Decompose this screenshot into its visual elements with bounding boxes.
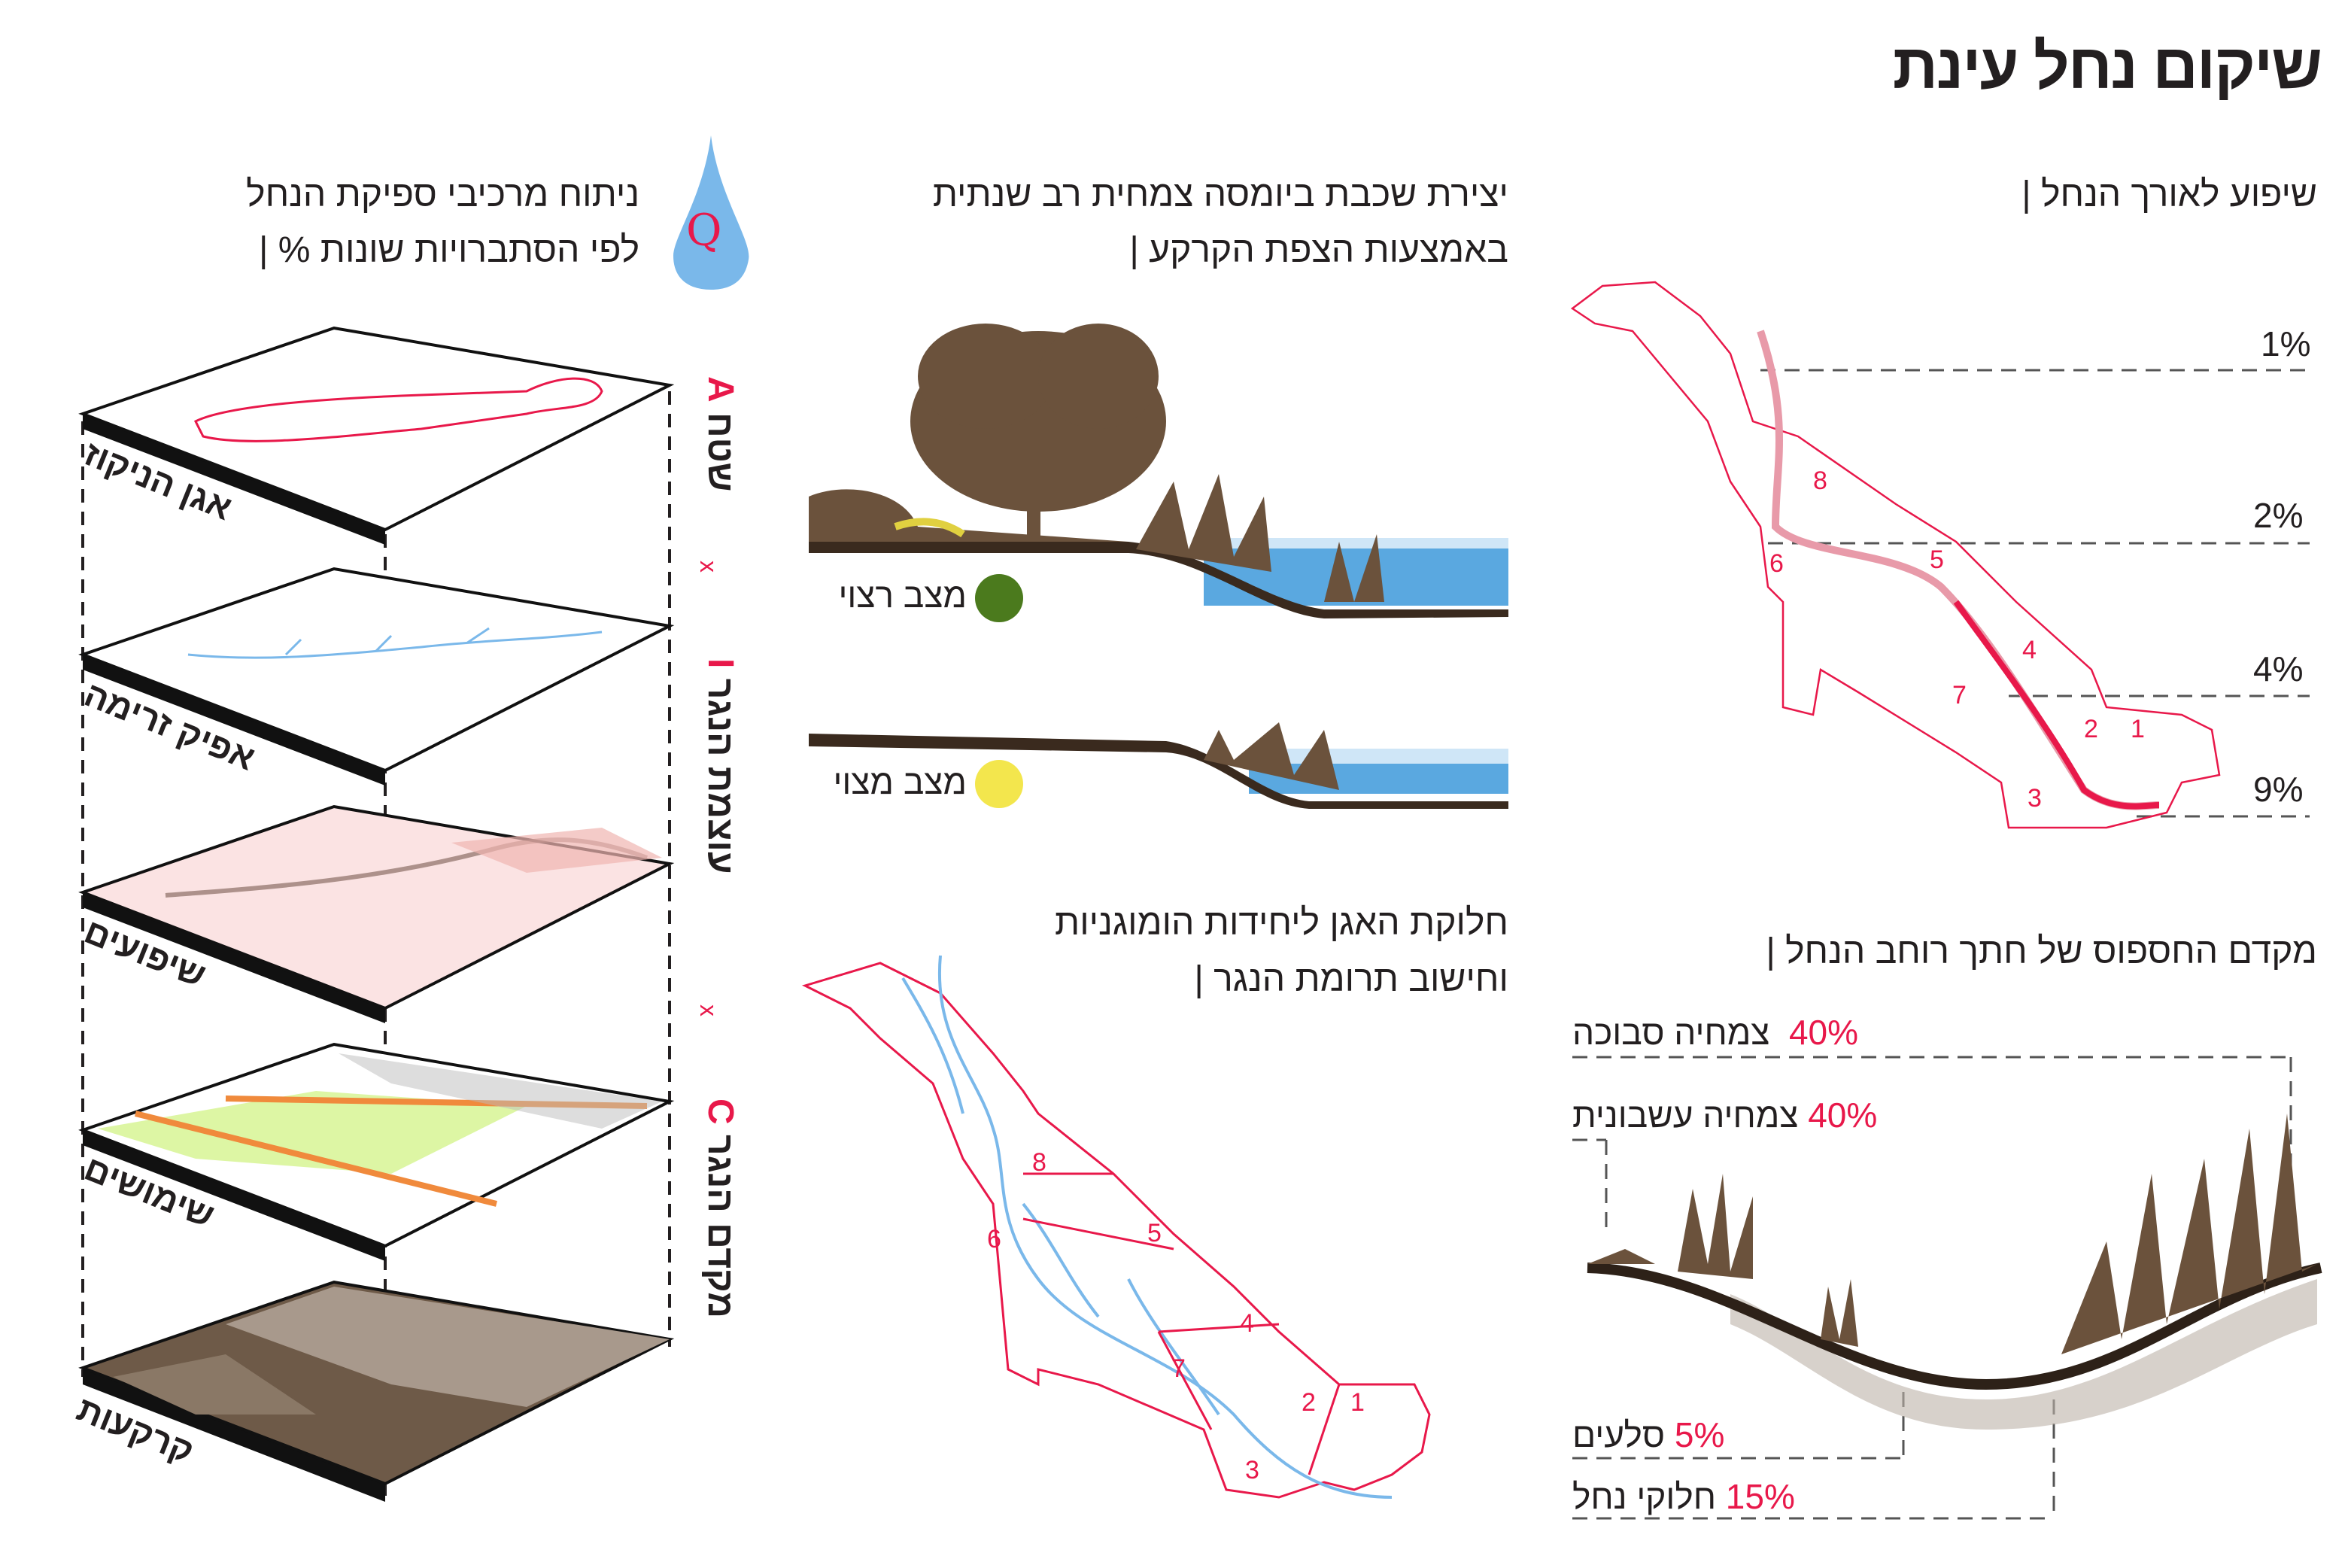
existing-state-dot xyxy=(975,760,1023,808)
basin-unit-2: 2 xyxy=(1302,1388,1316,1417)
roughness-label: צמחיה סבוכה xyxy=(1572,1013,1770,1052)
biomass-heading-line2: באמצעות הצפת הקרקע | xyxy=(1129,230,1508,270)
desired-section xyxy=(809,324,1508,618)
runoff-heading-line1: ניתוח מרכיבי ספיקת הנחל xyxy=(246,175,639,214)
layer-stack xyxy=(78,326,675,1502)
formula-coefficient-letter: C xyxy=(700,1099,740,1125)
page-title: שיקום נחל עינת xyxy=(1892,31,2322,102)
layer-basin xyxy=(78,326,675,545)
basin-unit-6: 6 xyxy=(987,1225,1001,1253)
layer-soils xyxy=(78,1280,675,1502)
roughness-label: צמחיה עשבונית xyxy=(1572,1095,1799,1135)
slope-unit-2: 2 xyxy=(2084,715,2098,743)
basin-unit-1: 1 xyxy=(1350,1388,1365,1417)
roughness-item-rocks: 5% סלעים xyxy=(1572,1415,1724,1455)
formula-area: שטח A xyxy=(700,376,741,491)
roughness-heading: מקדם החספוס של חתך רוחב הנחל | xyxy=(1766,931,2317,971)
runoff-heading-line2: לפי הסתברויות שונות % | xyxy=(258,230,639,270)
roughness-item-dense-vegetation: 40% צמחיה סבוכה xyxy=(1572,1012,1858,1053)
slope-unit-8: 8 xyxy=(1813,466,1827,495)
slope-unit-1: 1 xyxy=(2131,715,2145,743)
slope-heading: שיפוע לאורך הנחל | xyxy=(2021,175,2317,214)
formula-area-label: שטח xyxy=(700,412,740,492)
slope-unit-3: 3 xyxy=(2028,784,2042,813)
roughness-item-pebbles: 15% חלוקי נחל xyxy=(1572,1476,1795,1517)
layer-slopes xyxy=(78,804,675,1023)
roughness-value: 40% xyxy=(1808,1095,1878,1135)
basin-unit-7: 7 xyxy=(1171,1354,1186,1383)
slope-unit-4: 4 xyxy=(2022,636,2037,664)
basin-heading-line2: וחישוב תרומת הנגר | xyxy=(1194,959,1508,999)
roughness-value: 40% xyxy=(1788,1013,1859,1052)
desired-state-label: מצב רצוי xyxy=(838,576,967,615)
formula-intensity: עוצמת הנגר I xyxy=(700,658,741,874)
slope-unit-6: 6 xyxy=(1769,549,1784,578)
formula-coefficient-label: מקדם הנגר xyxy=(700,1135,740,1318)
slope-level-1: 1% xyxy=(2261,324,2311,363)
basin-unit-5: 5 xyxy=(1147,1219,1162,1247)
slope-level-2: 2% xyxy=(2253,496,2304,535)
formula-intensity-label: עוצמת הנגר xyxy=(700,678,740,874)
roughness-label: חלוקי נחל xyxy=(1572,1477,1717,1516)
slope-level-4: 9% xyxy=(2253,770,2304,809)
existing-section xyxy=(809,722,1508,809)
basin-unit-3: 3 xyxy=(1245,1456,1259,1484)
slope-unit-7: 7 xyxy=(1952,681,1967,710)
basin-heading-line1: חלוקת האגן ליחידות הומוגניות xyxy=(1055,903,1508,943)
layer-land-use xyxy=(78,1042,675,1261)
slope-level-3: 4% xyxy=(2253,649,2304,688)
layer-channel xyxy=(78,567,675,786)
formula-times-2: x xyxy=(695,1004,722,1016)
biomass-heading-line1: יצירת שכבת ביומסה צמחית רב שנתית xyxy=(932,175,1508,214)
formula-area-letter: A xyxy=(700,376,740,403)
roughness-value: 5% xyxy=(1674,1415,1725,1454)
roughness-label: סלעים xyxy=(1572,1415,1666,1454)
formula-coefficient: מקדם הנגר C xyxy=(700,1099,741,1318)
roughness-section xyxy=(1572,1056,2322,1520)
roughness-value: 15% xyxy=(1725,1477,1795,1516)
existing-state-label: מצב מצוי xyxy=(833,762,967,801)
roughness-item-herbaceous: 40% צמחיה עשבונית xyxy=(1572,1095,1877,1135)
formula-intensity-letter: I xyxy=(700,658,740,669)
basin-unit-8: 8 xyxy=(1032,1148,1046,1177)
basin-unit-4: 4 xyxy=(1240,1309,1254,1338)
drop-icon xyxy=(673,135,749,290)
desired-state-dot xyxy=(975,574,1023,622)
slope-map xyxy=(1570,281,2310,829)
drop-letter: Q xyxy=(686,205,722,256)
basin-map xyxy=(801,955,1431,1499)
slope-unit-5: 5 xyxy=(1930,545,1944,574)
formula-times-1: x xyxy=(695,561,722,573)
